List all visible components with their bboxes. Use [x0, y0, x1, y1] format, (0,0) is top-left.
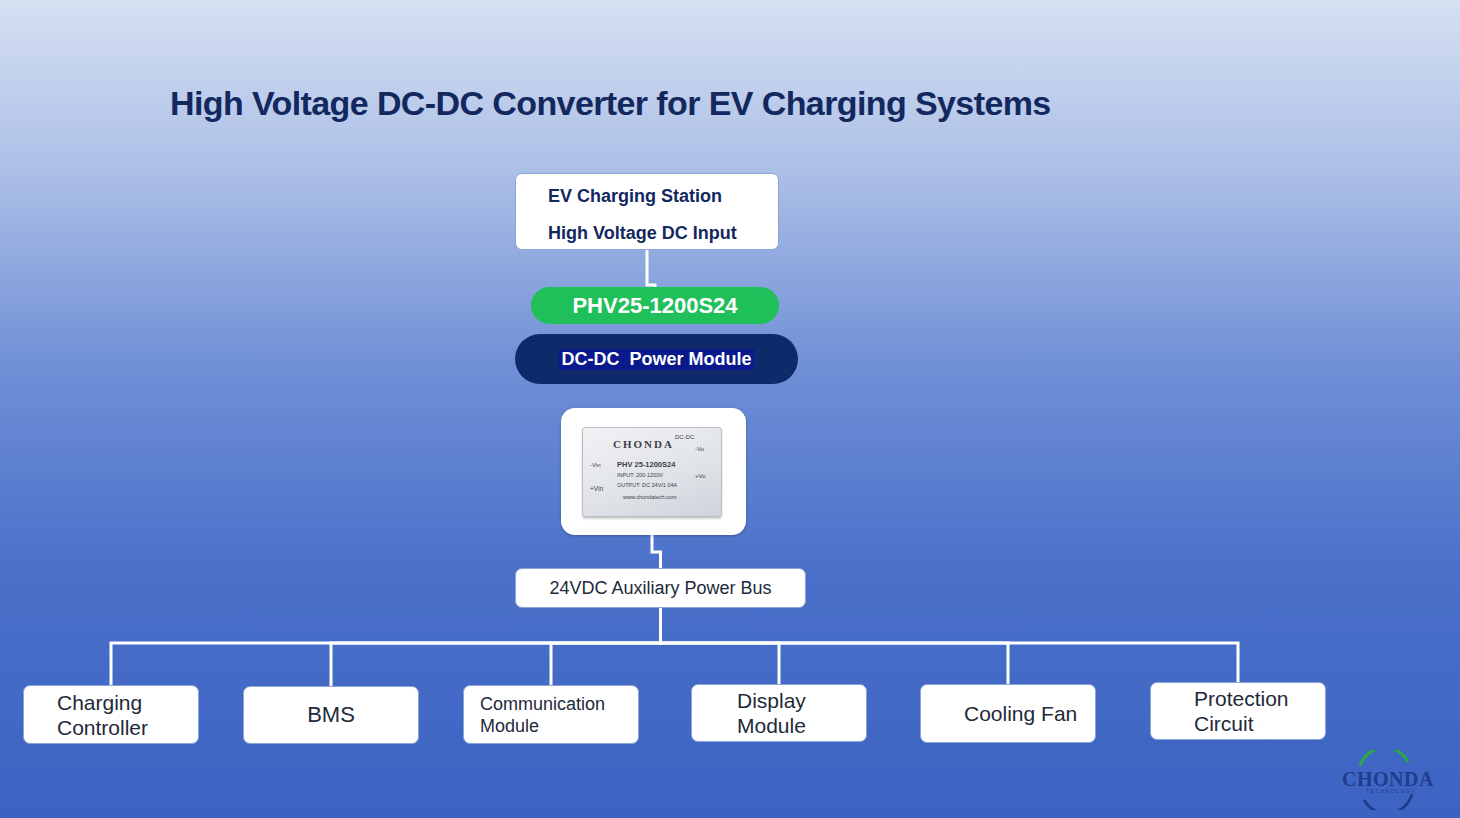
connector: [647, 250, 655, 287]
module-marking: www.chondatech.com: [623, 495, 677, 501]
node-text: High Voltage DC Input: [548, 223, 778, 244]
module-marking: -Vo: [695, 446, 704, 452]
node-text: Display Module: [737, 688, 866, 738]
module-marking: DC-DC: [675, 434, 694, 440]
node-text: Communication Module: [480, 693, 638, 737]
node-text: Cooling Fan: [964, 701, 1095, 726]
load-box: Cooling Fan: [920, 684, 1096, 743]
bus-box: 24VDC Auxiliary Power Bus: [515, 568, 806, 608]
module-marking: -Vin: [590, 462, 601, 468]
module-marking: +Vin: [590, 486, 603, 493]
node-text: PHV25-1200S24: [572, 293, 737, 319]
input-box: EV Charging StationHigh Voltage DC Input: [515, 173, 779, 250]
connector: [661, 608, 780, 684]
diagram-title: High Voltage DC-DC Converter for EV Char…: [170, 84, 1051, 123]
node-text: EV Charging Station: [548, 186, 778, 207]
node-text: Protection Circuit: [1194, 686, 1325, 736]
load-box: Charging Controller: [23, 685, 199, 744]
node-text: BMS: [307, 702, 355, 728]
node-text: DC-DC Power Module: [559, 349, 753, 370]
load-box: Display Module: [691, 684, 867, 742]
node-text: Charging Controller: [57, 690, 198, 740]
module-marking: OUTPUT: DC 24V/1.04A: [617, 483, 677, 489]
load-box: BMS: [243, 686, 419, 744]
module-marking: PHV 25-1200S24: [617, 461, 675, 469]
connector: [111, 608, 661, 685]
load-box: Protection Circuit: [1150, 682, 1326, 740]
model-pill: PHV25-1200S24: [531, 287, 779, 324]
logo-text: CHONDA: [1342, 768, 1434, 791]
module-marking: INPUT: 200-1200V: [617, 473, 663, 479]
dc-dc-module: CHONDADC-DC-Vo -Vin PHV 25-1200S24INPUT: 2…: [582, 427, 722, 517]
connector: [331, 608, 661, 686]
node-text: 24VDC Auxiliary Power Bus: [549, 578, 771, 599]
module-marking: +Vo: [695, 473, 706, 479]
load-box: Communication Module: [463, 685, 639, 744]
module-marking: CHONDA: [613, 439, 674, 450]
connector: [661, 608, 1009, 684]
connector: [551, 608, 661, 685]
module-pill: DC-DC Power Module: [515, 334, 798, 384]
logo-tagline: TECHNOLOGY: [1366, 788, 1416, 794]
connector: [661, 608, 1239, 682]
